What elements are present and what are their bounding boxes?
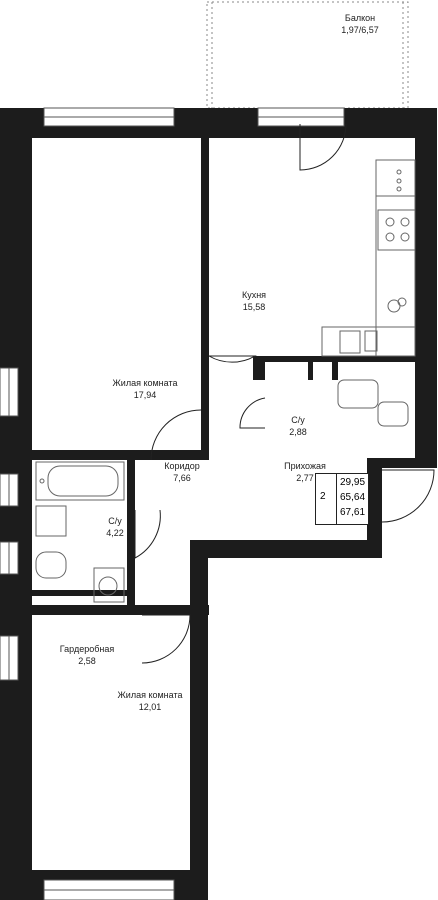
doors <box>134 123 435 664</box>
living-area-value: 29,95 <box>340 477 366 488</box>
room-label-balcony: Балкон 1,97/6,57 <box>330 12 390 36</box>
inner-walls <box>32 138 420 615</box>
room-area: 4,22 <box>106 528 124 538</box>
room-label-bathroom-1: С/у 2,88 <box>278 414 318 438</box>
kitchen-fixtures <box>321 159 416 357</box>
summary-divider <box>336 474 337 524</box>
room-area: 2,77 <box>296 473 314 483</box>
area-summary-box: 2 29,95 65,64 67,61 <box>315 473 369 525</box>
room-label-living-2: Жилая комната 12,01 <box>105 689 195 713</box>
room-area: 12,01 <box>138 702 162 712</box>
room-label-corridor: Коридор 7,66 <box>152 460 212 484</box>
room-name: С/у <box>291 415 305 425</box>
room-area: 15,58 <box>242 302 266 312</box>
room-area: 2,58 <box>78 656 96 666</box>
bathroom-fixtures <box>35 379 409 603</box>
outer-walls <box>0 108 437 900</box>
room-name: Жилая комната <box>117 690 183 700</box>
room-area: 17,94 <box>133 390 157 400</box>
room-name: Гардеробная <box>59 644 115 654</box>
room-label-kitchen: Кухня 15,58 <box>224 289 284 313</box>
room-area: 1,97/6,57 <box>341 25 379 35</box>
room-name: Кухня <box>241 290 267 300</box>
room-label-hallway: Прихожая 2,77 <box>275 460 335 484</box>
room-name: Жилая комната <box>112 378 178 388</box>
room-name: Коридор <box>164 461 200 471</box>
balcony <box>206 1 409 109</box>
room-label-living-1: Жилая комната 17,94 <box>100 377 190 401</box>
room-label-wardrobe: Гардеробная 2,58 <box>52 643 122 667</box>
room-name: Прихожая <box>284 461 326 471</box>
room-name: С/у <box>108 516 122 526</box>
room-label-bathroom-2: С/у 4,22 <box>95 515 135 539</box>
total-area-value: 65,64 <box>340 492 366 503</box>
rooms-count: 2 <box>320 491 326 502</box>
windows <box>0 107 345 900</box>
total-with-balcony-value: 67,61 <box>340 507 366 518</box>
room-name: Балкон <box>344 13 376 23</box>
room-area: 2,88 <box>289 427 307 437</box>
room-area: 7,66 <box>173 473 191 483</box>
